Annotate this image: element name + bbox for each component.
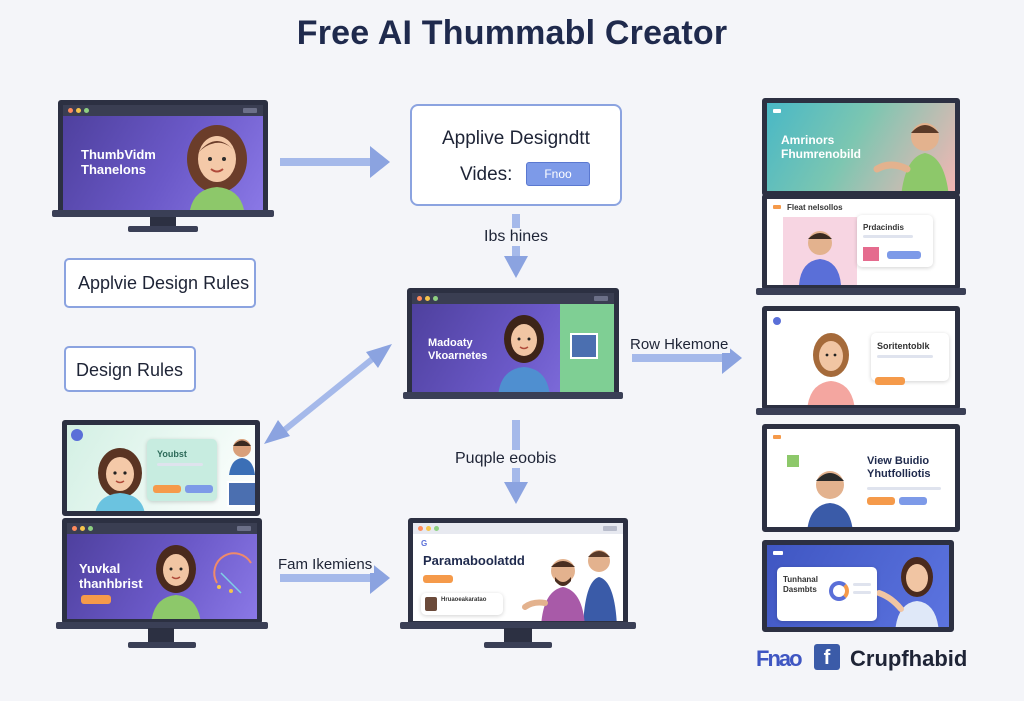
facebook-icon[interactable]: f — [814, 644, 840, 670]
cta-button[interactable] — [423, 575, 453, 583]
monitor-right-2: Fleat nelsollos Prdacindis — [756, 194, 966, 295]
rule-box-applvie[interactable]: Applvie Design Rules — [64, 258, 256, 308]
thumbnail-image — [227, 481, 255, 507]
logo-dot — [773, 551, 783, 555]
arrow-label: Ibs hines — [482, 228, 551, 246]
monitor-center-bottom: G Paramaboolatdd Hruaoeakaratao — [400, 518, 636, 648]
monitor-right-1: Amrinors Fhumrenobild — [762, 98, 960, 196]
screen-headline: ThumbVidm Thanelons — [81, 147, 156, 177]
play-icon[interactable] — [71, 429, 83, 441]
rule-box-design[interactable]: Design Rules — [64, 346, 196, 392]
action-button[interactable] — [185, 485, 213, 493]
monitor-center-mid: Madoaty Vkoarnetes — [403, 288, 623, 399]
woman-illustration — [807, 333, 855, 405]
action-button[interactable] — [887, 251, 921, 259]
thumbnail-image — [570, 333, 598, 359]
screen-headline: Paramaboolatdd — [423, 553, 525, 568]
action-button[interactable] — [153, 485, 181, 493]
page-title: Free AI Thummabl Creator — [296, 14, 728, 52]
chart-graphic — [213, 552, 252, 594]
arrow-right — [280, 146, 390, 178]
man-illustration — [229, 439, 255, 475]
woman-illustration — [95, 448, 145, 511]
logo-dot — [773, 205, 781, 209]
monitor-left-top: ThumbVidm Thanelons — [52, 100, 274, 232]
man-illustration — [807, 471, 853, 527]
monitor-right-4: View Buidio Yhutfolliotis — [762, 424, 960, 532]
cta-button[interactable] — [81, 595, 111, 604]
action-button[interactable] — [899, 497, 927, 505]
arrow-right — [280, 562, 390, 594]
screen-headline: Yuvkal thanhbrist — [79, 561, 143, 591]
woman-illustration — [877, 557, 939, 627]
circle-graphic — [829, 581, 849, 601]
two-men-illustration — [522, 550, 617, 621]
man-illustration — [873, 123, 949, 191]
cta-button[interactable] — [875, 377, 905, 385]
avatar — [425, 597, 437, 611]
monitor-left-mid: Youbst — [62, 420, 260, 516]
arrow-diagonal — [264, 344, 392, 444]
logo-mark: G — [421, 539, 428, 548]
monitor-right-3: Soritentoblk — [756, 306, 966, 415]
arrow-down — [504, 214, 528, 278]
screen-headline: Amrinors Fhumrenobild — [781, 133, 861, 161]
woman-illustration — [151, 545, 201, 619]
fnoo-button[interactable]: Fnoo — [526, 162, 590, 186]
screen-headline: View Buidio Yhutfolliotis — [867, 455, 931, 480]
screen-headline: Madoaty Vkoarnetes — [428, 337, 488, 362]
boy-illustration — [783, 217, 857, 285]
thumbnail-image — [863, 247, 879, 261]
thumbnail-image — [787, 455, 799, 467]
logo-dot — [773, 109, 781, 113]
cta-button[interactable] — [867, 497, 895, 505]
woman-illustration — [187, 125, 247, 210]
brand-name: Crupfhabid — [850, 646, 968, 671]
arrow-label: Puqple eoobis — [453, 450, 559, 468]
arrow-label: Row Hkemone — [628, 336, 731, 353]
logo-dot — [773, 435, 781, 439]
brand-icon: Fnao — [756, 646, 803, 671]
woman-illustration — [498, 315, 550, 393]
play-icon[interactable] — [773, 317, 781, 325]
center-info-box: Applive Designdtt Vides: Fnoo — [410, 104, 622, 206]
monitor-left-bottom: Yuvkal thanhbrist — [56, 518, 268, 648]
monitor-right-5: Tunhanal Dasmbts — [762, 540, 954, 632]
arrow-label: Fam Ikemiens — [276, 556, 375, 573]
